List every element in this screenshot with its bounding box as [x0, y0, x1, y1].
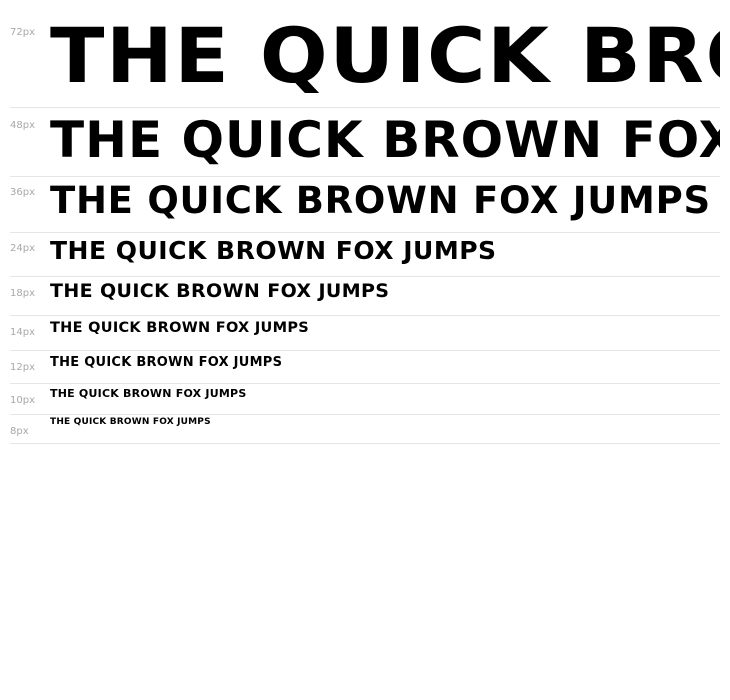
size-label: 24px: [10, 243, 35, 254]
size-label: 18px: [10, 288, 35, 299]
sample-text: THE QUICK BROWN FOX JUMPS: [50, 417, 211, 427]
size-label: 48px: [10, 120, 35, 131]
size-label: 36px: [10, 187, 35, 198]
sample-text: THE QUICK BROWN FOX JUMPS: [50, 355, 283, 370]
size-label: 72px: [10, 27, 35, 38]
sample-text: THE QUICK BROWN FOX JUMPS: [50, 387, 247, 400]
specimen-row-36: 36px THE QUICK BROWN FOX JUMPS: [10, 177, 720, 233]
size-label: 14px: [10, 327, 35, 338]
specimen-row-14: 14px THE QUICK BROWN FOX JUMPS: [10, 316, 720, 351]
font-specimen: 72px THE QUICK BROWN FOX JUMPS 48px THE …: [10, 0, 720, 444]
sample-text: THE QUICK BROWN FOX JUMPS: [50, 320, 309, 336]
specimen-row-8: 8px THE QUICK BROWN FOX JUMPS: [10, 415, 720, 444]
size-label: 12px: [10, 362, 35, 373]
specimen-row-18: 18px THE QUICK BROWN FOX JUMPS: [10, 277, 720, 316]
specimen-row-48: 48px THE QUICK BROWN FOX JUMPS: [10, 108, 720, 177]
sample-text: THE QUICK BROWN FOX JUMPS: [50, 280, 390, 302]
specimen-row-10: 10px THE QUICK BROWN FOX JUMPS: [10, 384, 720, 415]
size-label: 10px: [10, 395, 35, 406]
specimen-row-72: 72px THE QUICK BROWN FOX JUMPS: [10, 0, 720, 108]
specimen-row-24: 24px THE QUICK BROWN FOX JUMPS: [10, 233, 720, 277]
size-label: 8px: [10, 426, 29, 437]
sample-text: THE QUICK BROWN FOX JUMPS: [50, 111, 720, 169]
sample-text: THE QUICK BROWN FOX JUMPS: [50, 236, 497, 265]
sample-text: THE QUICK BROWN FOX JUMPS: [50, 11, 720, 100]
sample-text: THE QUICK BROWN FOX JUMPS: [50, 179, 711, 222]
specimen-row-12: 12px THE QUICK BROWN FOX JUMPS: [10, 351, 720, 384]
